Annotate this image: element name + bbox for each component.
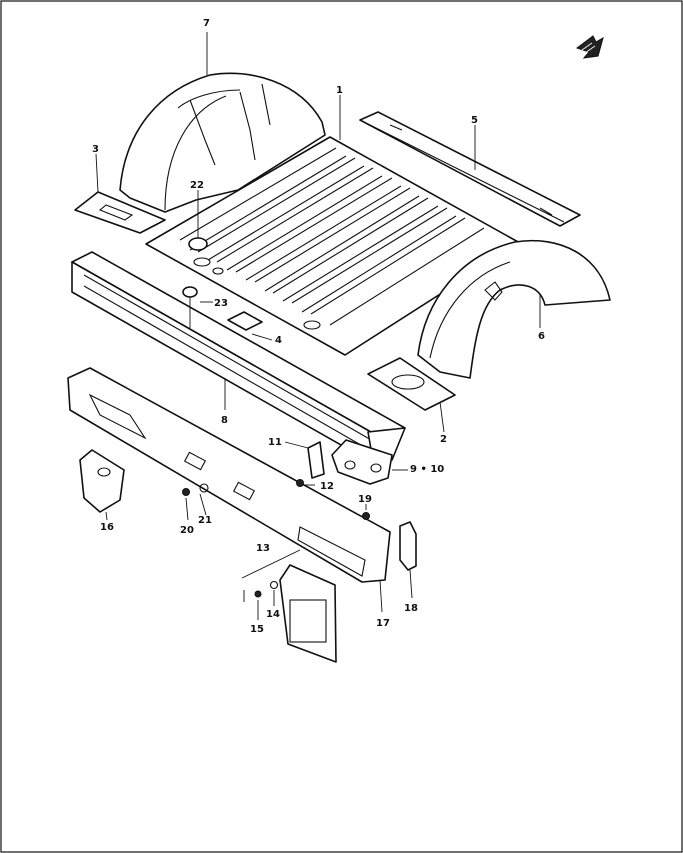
callout-7: 7 [203,18,210,29]
callout-9-10: 9 • 10 [410,464,444,475]
part-13-mudflap [279,564,337,663]
callout-4: 4 [275,335,282,346]
bolt-12 [296,479,304,487]
bolt-15 [254,590,262,598]
callout-11: 11 [268,437,282,448]
part-7-wheelhouse-left [119,72,326,213]
callout-2: 2 [440,434,447,445]
callout-19: 19 [358,494,372,505]
washer-21 [199,483,209,493]
callout-1: 1 [336,85,343,96]
part-6-wheelhouse-right [417,239,611,379]
callout-23: 23 [214,298,228,309]
part-23-grommet [182,286,198,328]
part-3-bracket [74,191,166,234]
callout-12: 12 [320,481,334,492]
callout-20: 20 [180,525,194,536]
bolt-20 [182,488,190,496]
part-5-crossmember [359,111,581,227]
washer-14 [269,580,279,590]
callout-labels: 7 1 3 5 22 6 23 4 8 2 11 12 9 • 10 19 21… [92,18,545,635]
callout-18: 18 [404,603,418,614]
part-17-bumper [67,367,391,583]
leader-lines [95,32,541,620]
callout-16: 16 [100,522,114,533]
callout-3: 3 [92,144,99,155]
part-1-floor-panel [145,136,521,356]
callout-21: 21 [198,515,212,526]
part-2-plate [367,357,456,411]
callout-15: 15 [250,624,264,635]
callout-22: 22 [190,180,204,191]
callout-5: 5 [471,115,478,126]
part-18-end-cap [399,521,417,571]
part-22-plug [188,237,208,251]
front-arrow-icon [575,35,604,59]
bolt-19 [362,512,370,520]
part-9-10-bracket [331,439,393,485]
callout-13: 13 [256,543,270,554]
part-4-bracket [227,311,263,331]
callout-17: 17 [376,618,390,629]
part-16-bracket [79,449,125,513]
part-11-bracket [307,441,325,479]
callout-14: 14 [266,609,280,620]
callout-6: 6 [538,331,545,342]
callout-8: 8 [221,415,228,426]
